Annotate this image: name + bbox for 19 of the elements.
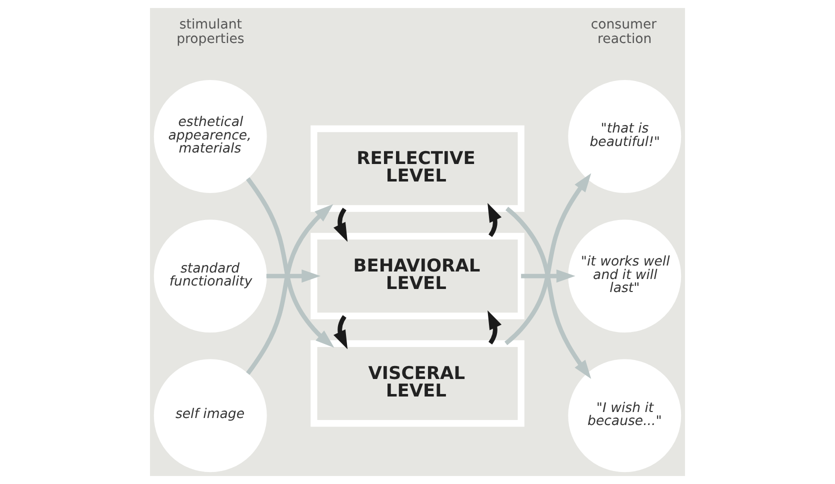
- arrow: [246, 204, 334, 375]
- node-circle: esthetical appearence, materials: [154, 80, 267, 193]
- arrow: [266, 269, 321, 283]
- arrow: [246, 177, 334, 348]
- node-circle: self image: [154, 359, 267, 472]
- arrow: [505, 206, 592, 379]
- node-box: REFLECTIVE LEVEL: [310, 125, 524, 212]
- label: consumer reaction: [590, 18, 657, 48]
- arrow: [333, 208, 348, 242]
- node-circle: standard functionality: [154, 220, 267, 333]
- arrow: [521, 269, 576, 283]
- arrow: [333, 315, 348, 350]
- label: stimulant properties: [176, 18, 244, 48]
- arrow: [504, 173, 592, 346]
- arrow: [488, 202, 502, 238]
- arrow: [488, 310, 502, 344]
- node-circle: "it works well and it will last": [568, 220, 682, 333]
- node-box: VISCERAL LEVEL: [310, 340, 524, 427]
- node-box: BEHAVIORAL LEVEL: [310, 232, 524, 320]
